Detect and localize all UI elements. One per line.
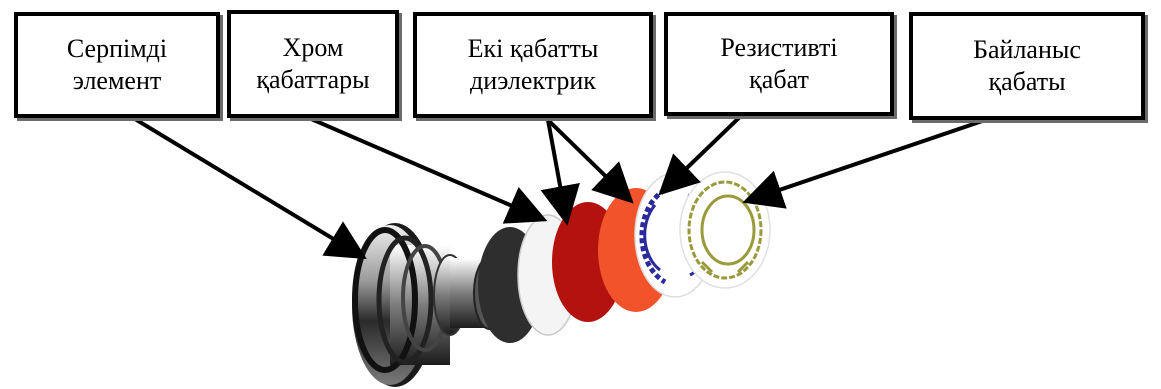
label-spring-element: Серпімді элемент <box>14 12 220 118</box>
label-contact-layer: Байланыс қабаты <box>909 12 1145 120</box>
contact-layer-part <box>679 171 771 289</box>
arrow-spring-element <box>123 111 367 260</box>
label-resistive-layer: Резистивті қабат <box>664 12 894 116</box>
arrow-chrome-layers <box>301 113 548 224</box>
arrow-dielectric-2 <box>546 118 634 204</box>
arrow-dielectric-1 <box>540 119 580 226</box>
arrow-resistive-layer <box>658 110 747 196</box>
label-double-dielectric: Екі қабатты диэлектрик <box>413 12 653 118</box>
label-chrome-layers: Хром қабаттары <box>227 10 399 118</box>
arrow-contact-layer <box>742 113 1001 209</box>
